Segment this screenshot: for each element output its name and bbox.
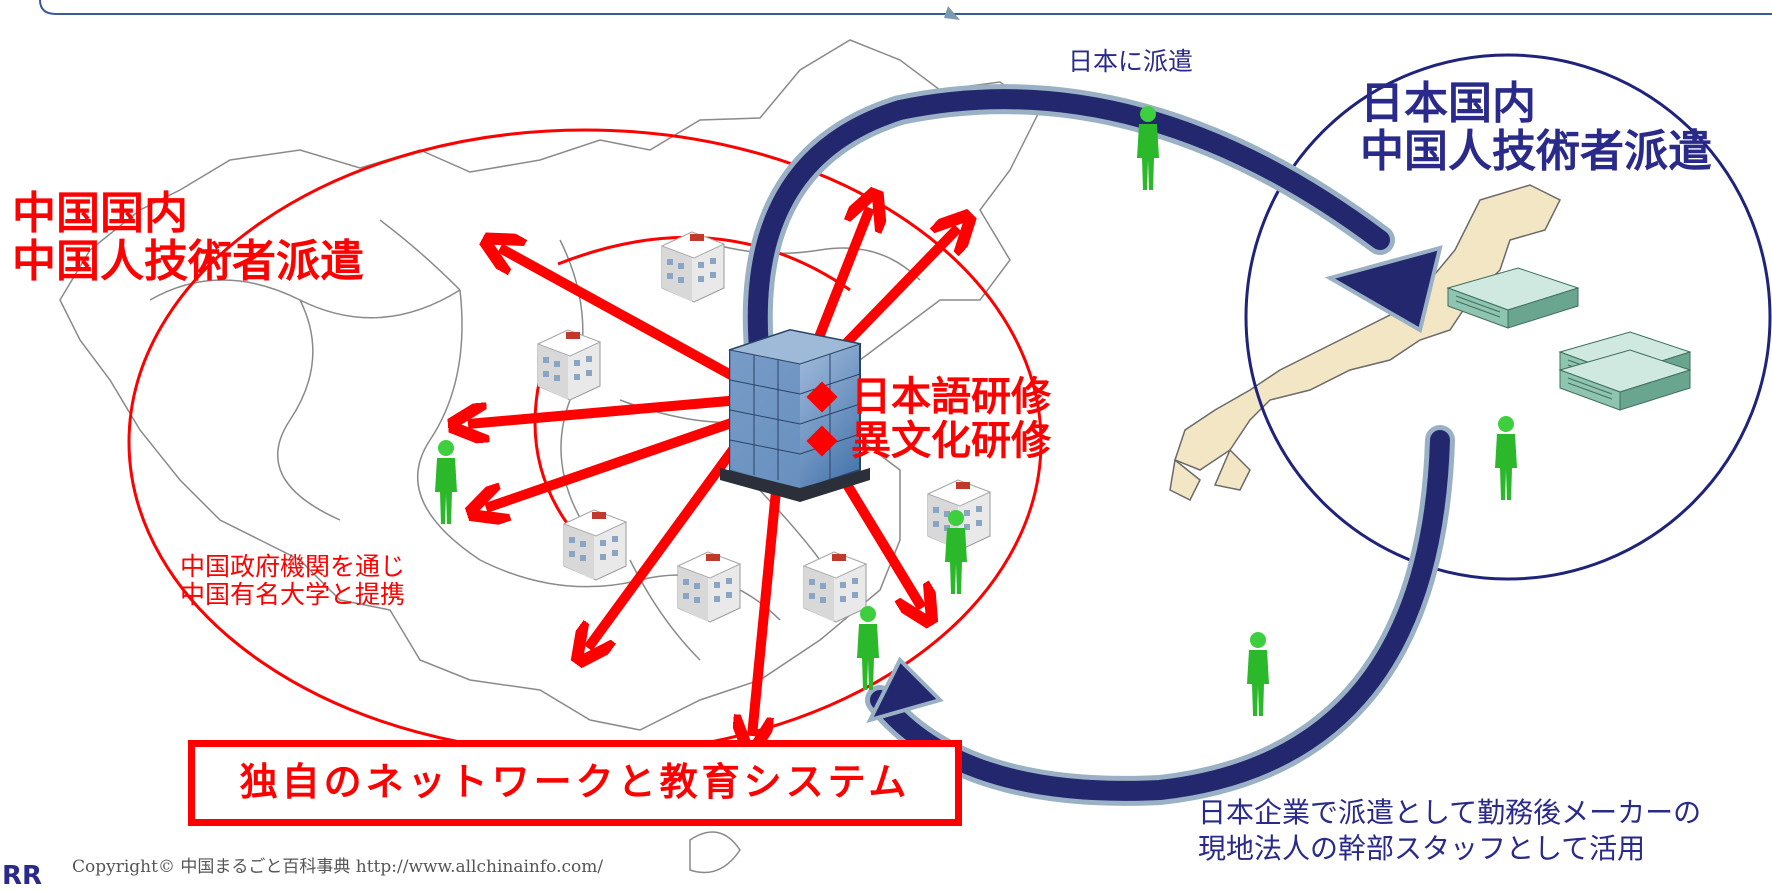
building-icon — [803, 551, 867, 623]
network-label-box: 独自のネットワークと教育システム — [188, 740, 962, 826]
radial-arrows — [468, 208, 958, 736]
japan-title: 日本国内 中国人技術者派遣 — [1360, 78, 1712, 178]
top-frame — [39, 0, 1772, 15]
bottom-note: 日本企業で派遣として勤務後メーカーの 現地法人の幹部スタッフとして活用 — [1198, 795, 1701, 868]
bottom-note-line1: 日本企業で派遣として勤務後メーカーの — [1198, 796, 1702, 829]
gov-note-line2: 中国有名大学と提携 — [180, 579, 406, 609]
copyright-text: Copyright© 中国まるごと百科事典 http://www.allchin… — [72, 857, 604, 877]
japan-title-line2: 中国人技術者派遣 — [1360, 126, 1712, 178]
building-icon — [563, 509, 627, 581]
training-list: 日本語研修 異文化研修 — [806, 375, 1051, 463]
training-item: 日本語研修 — [806, 375, 1051, 419]
china-title: 中国国内 中国人技術者派遣 — [12, 188, 364, 288]
person-icon — [435, 440, 457, 524]
pointer-marker — [944, 6, 960, 20]
gov-note-line1: 中国政府機関を通じ — [180, 552, 406, 581]
china-title-line2: 中国人技術者派遣 — [12, 236, 364, 288]
inner-arc-top — [557, 236, 851, 292]
office-tower-icon — [720, 328, 870, 502]
person-icon — [857, 606, 879, 690]
inner-arc-left — [533, 377, 582, 541]
network-label: 独自のネットワークと教育システム — [239, 760, 911, 805]
logo: RR — [2, 861, 43, 891]
building-icon — [537, 329, 601, 401]
japan-circle — [1244, 53, 1772, 581]
building-icon — [677, 551, 741, 623]
gov-note: 中国政府機関を通じ 中国有名大学と提携 — [180, 553, 405, 608]
person-icon — [1247, 632, 1269, 716]
japan-title-line1: 日本国内 — [1360, 78, 1536, 129]
person-icon — [1495, 416, 1517, 500]
japan-map — [1169, 184, 1562, 502]
dispatch-label: 日本に派遣 — [1068, 47, 1194, 76]
training-label: 異文化研修 — [851, 418, 1051, 464]
training-label: 日本語研修 — [851, 374, 1051, 420]
china-title-line1: 中国国内 — [12, 188, 188, 239]
building-icon — [661, 231, 725, 303]
curve-arrow-to-japan — [742, 84, 1443, 375]
bottom-note-line2: 現地法人の幹部スタッフとして活用 — [1198, 832, 1646, 866]
training-item: 異文化研修 — [806, 419, 1051, 463]
